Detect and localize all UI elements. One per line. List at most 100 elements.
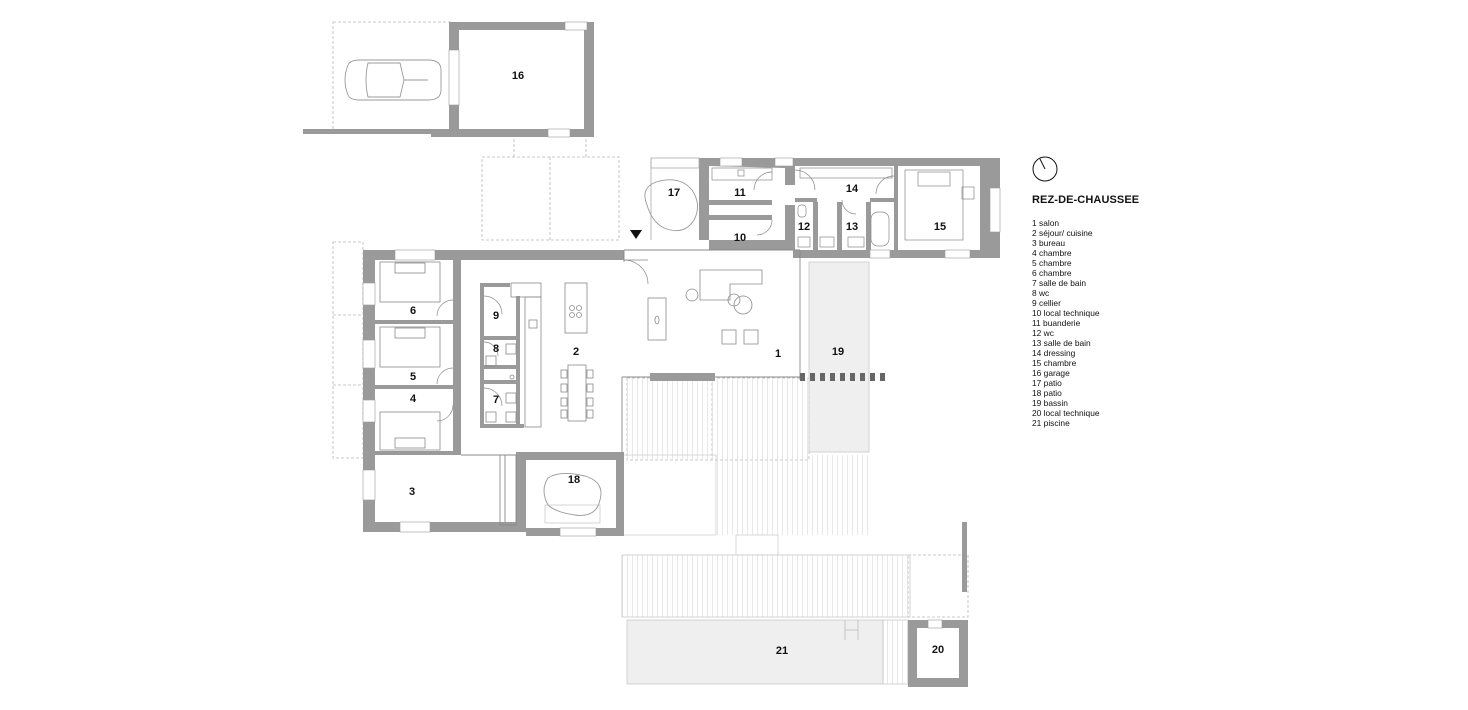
legend-item-label: dressing (1043, 348, 1076, 358)
legend-item: 16 garage (1032, 368, 1212, 378)
main-house-openings (362, 249, 597, 537)
legend-item: 18 patio (1032, 388, 1212, 398)
legend-item-number: 16 (1032, 368, 1042, 378)
legend-item-number: 18 (1032, 388, 1042, 398)
legend-item: 4 chambre (1032, 248, 1212, 258)
room-label-4: 4 (410, 393, 417, 405)
room-label-17: 17 (668, 187, 680, 199)
kitchen-furniture (379, 261, 763, 451)
technical-room-20 (908, 522, 968, 687)
legend-item-label: chambre (1039, 248, 1072, 258)
north-wing-openings (719, 157, 1001, 259)
legend-title: REZ-DE-CHAUSSEE (1032, 194, 1140, 206)
legend-item-label: wc (1043, 328, 1054, 338)
legend-item-number: 5 (1032, 258, 1037, 268)
legend-item: 3 bureau (1032, 238, 1212, 248)
room-label-8: 8 (493, 343, 499, 355)
legend-item: 10 local technique (1032, 308, 1212, 318)
legend-item-number: 6 (1032, 268, 1037, 278)
legend-item-number: 9 (1032, 298, 1037, 308)
legend-item-label: salle de bain (1043, 338, 1091, 348)
room-label-1: 1 (775, 348, 781, 360)
room-label-3: 3 (409, 486, 415, 498)
entrance-arrow-icon (630, 230, 642, 239)
legend-item: 13 salle de bain (1032, 338, 1212, 348)
legend-item-number: 4 (1032, 248, 1037, 258)
car-icon (344, 59, 442, 101)
legend-item-number: 15 (1032, 358, 1042, 368)
patio-18-bench (544, 504, 601, 524)
legend-item: 17 patio (1032, 378, 1212, 388)
legend-item: 2 séjour/ cuisine (1032, 228, 1212, 238)
room-label-5: 5 (410, 371, 416, 383)
legend-item: 7 salle de bain (1032, 278, 1212, 288)
legend-item: 19 bassin (1032, 398, 1212, 408)
room-label-20: 20 (932, 644, 944, 656)
room-label-10: 10 (734, 232, 746, 244)
legend-item: 12 wc (1032, 328, 1212, 338)
legend-item-number: 2 (1032, 228, 1037, 238)
room-label-6: 6 (410, 305, 416, 317)
legend-item-number: 14 (1032, 348, 1042, 358)
legend-item-number: 17 (1032, 378, 1042, 388)
legend-item-label: local technique (1043, 308, 1100, 318)
room-label-18: 18 (568, 474, 580, 486)
room-label-16: 16 (512, 70, 524, 82)
room-label-13: 13 (846, 221, 858, 233)
legend-item-number: 11 (1032, 318, 1041, 328)
room-label-7: 7 (493, 394, 499, 406)
legend-item: 11 buanderie (1032, 318, 1212, 328)
legend-item-number: 10 (1032, 308, 1042, 318)
room-label-11: 11 (734, 187, 746, 199)
legend-item-label: salon (1039, 218, 1060, 228)
glazed-strip (800, 373, 885, 381)
north-wing-doors (753, 169, 895, 236)
pools (626, 261, 909, 685)
patio-18-pond (543, 473, 602, 516)
legend-item-label: patio (1043, 378, 1062, 388)
terraces (621, 378, 911, 618)
legend-item-label: local technique (1043, 408, 1100, 418)
legend-item: 5 chambre (1032, 258, 1212, 268)
room-label-9: 9 (493, 310, 499, 322)
patio-17 (644, 157, 700, 240)
legend-item: 6 chambre (1032, 268, 1212, 278)
legend-item-number: 7 (1032, 278, 1037, 288)
legend-item-number: 21 (1032, 418, 1042, 428)
legend-item-label: cellier (1039, 298, 1061, 308)
legend-item: 15 chambre (1032, 358, 1212, 368)
legend-item: 21 piscine (1032, 418, 1212, 428)
legend-item-number: 12 (1032, 328, 1042, 338)
legend-item: 1 salon (1032, 218, 1212, 228)
room-label-21: 21 (776, 645, 788, 657)
legend-item-label: garage (1043, 368, 1070, 378)
room-label-12: 12 (798, 221, 810, 233)
room-labels: 1 2 3 4 5 6 7 8 9 10 11 12 13 14 15 16 1… (409, 70, 946, 657)
room-label-14: 14 (846, 183, 859, 195)
legend-item-label: bureau (1039, 238, 1066, 248)
legend-item: 14 dressing (1032, 348, 1212, 358)
legend-item-number: 13 (1032, 338, 1042, 348)
legend-item-label: chambre (1039, 258, 1072, 268)
room-label-15: 15 (934, 221, 946, 233)
room-label-19: 19 (832, 346, 844, 358)
legend-item-number: 3 (1032, 238, 1037, 248)
legend-item-number: 8 (1032, 288, 1037, 298)
garage (303, 21, 594, 138)
legend-item-label: wc (1039, 288, 1050, 298)
legend-item-label: salle de bain (1039, 278, 1087, 288)
room-label-2: 2 (573, 346, 579, 358)
legend-item-label: buanderie (1043, 318, 1081, 328)
legend-item-number: 19 (1032, 398, 1042, 408)
legend-item: 9 cellier (1032, 298, 1212, 308)
main-house-doors (436, 259, 649, 422)
legend-item-label: bassin (1043, 398, 1068, 408)
legend-item-label: chambre (1043, 358, 1077, 368)
legend-item-number: 1 (1032, 218, 1037, 228)
legend-item: 8 wc (1032, 288, 1212, 298)
north-wing (699, 158, 1000, 258)
north-fixtures (711, 167, 975, 248)
